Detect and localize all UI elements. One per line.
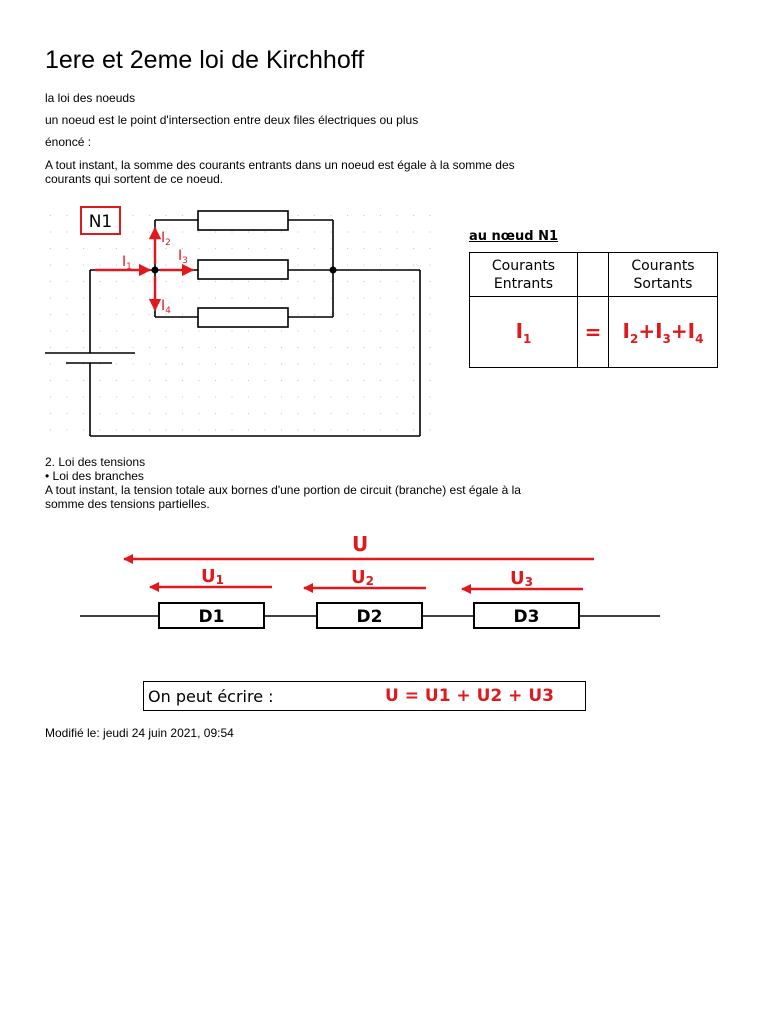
dipole-d2 xyxy=(316,602,423,629)
incoming-currents: I1 xyxy=(469,296,578,368)
voltage-label-u: U xyxy=(352,532,368,556)
node-dot-right xyxy=(329,266,337,274)
dipole-d2-label: D2 xyxy=(357,607,383,627)
equation-formula: U = U1 + U2 + U3 xyxy=(385,686,554,706)
dipole-d1 xyxy=(158,602,265,629)
node-law-heading: la loi des noeuds xyxy=(45,91,136,105)
equation-label: On peut écrire : xyxy=(148,687,274,706)
branch-law-bullet: • Loi des branches xyxy=(45,469,144,483)
voltage-label-u2: U2 xyxy=(351,567,374,588)
dipole-d1-label: D1 xyxy=(199,607,225,627)
voltage-law-line-2: somme des tensions partielles. xyxy=(45,497,210,511)
dipole-d3 xyxy=(473,602,580,629)
current-label-i1: I1 xyxy=(122,254,132,272)
resistor-middle xyxy=(197,259,289,280)
voltage-label-u3: U3 xyxy=(510,568,533,589)
node-dot-left xyxy=(151,266,159,274)
resistor-bottom xyxy=(197,307,289,328)
node-definition: un noeud est le point d'intersection ent… xyxy=(45,113,419,127)
outgoing-currents: I2+I3+I4 xyxy=(608,296,718,368)
enonce-line-2: courants qui sortent de ce noeud. xyxy=(45,172,224,186)
header-spacer xyxy=(577,252,609,297)
voltage-law-heading: 2. Loi des tensions xyxy=(45,455,146,469)
node-table-title: au nœud N1 xyxy=(469,229,559,244)
voltage-law-line-1: A tout instant, la tension totale aux bo… xyxy=(45,483,521,497)
current-label-i3: I3 xyxy=(178,248,188,266)
node-label-box xyxy=(80,206,121,235)
enonce-label: énoncé : xyxy=(45,135,92,149)
resistor-top xyxy=(197,210,289,231)
page-title: 1ere et 2eme loi de Kirchhoff xyxy=(45,46,365,74)
equation-box: On peut écrire : U = U1 + U2 + U3 xyxy=(143,681,586,711)
modified-date: Modifié le: jeudi 24 juin 2021, 09:54 xyxy=(45,726,234,740)
current-label-i4: I4 xyxy=(161,298,171,316)
enonce-line-1: A tout instant, la somme des courants en… xyxy=(45,158,515,172)
current-label-i2: I2 xyxy=(161,230,171,248)
node-label: N1 xyxy=(89,212,113,232)
dipole-d3-label: D3 xyxy=(514,607,540,627)
voltage-label-u1: U1 xyxy=(201,566,224,587)
equals-sign: = xyxy=(577,296,609,368)
